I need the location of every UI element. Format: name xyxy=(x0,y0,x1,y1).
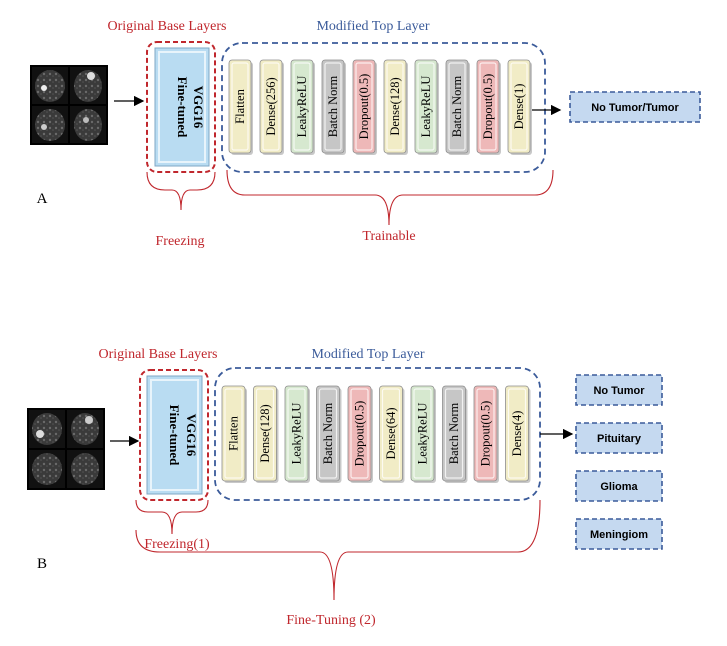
layer-label: LeakyReLU xyxy=(295,76,309,138)
layer-block: Flatten xyxy=(228,59,253,155)
output-class-label: No Tumor xyxy=(593,385,645,397)
vgg16-block: Fine-tuned VGG16 xyxy=(146,375,203,495)
layer-block: LeakyReLU xyxy=(410,385,436,483)
mri-image xyxy=(29,410,65,448)
output-class-box: Pituitary xyxy=(575,422,663,454)
layer-block: Dropout(0.5) xyxy=(473,385,499,483)
layer-stack: Flatten Dense(128) LeakyReLU Batch Norm Drop… xyxy=(221,385,531,483)
output-class-label: No Tumor/Tumor xyxy=(591,102,679,114)
layer-label: Dropout(0.5) xyxy=(357,74,371,140)
layer-block: Dense(128) xyxy=(253,385,279,483)
frozen-base-box xyxy=(146,41,216,173)
freezing-brace xyxy=(135,499,209,535)
layer-block: LeakyReLU xyxy=(290,59,315,155)
layer-label: Dense(1) xyxy=(512,84,526,130)
layer-block: Dense(64) xyxy=(379,385,405,483)
mri-thumbnails xyxy=(30,65,108,145)
vgg-label-2: VGG16 xyxy=(184,414,199,457)
layer-block: Dense(1) xyxy=(507,59,532,155)
layer-label: LeakyReLU xyxy=(416,403,430,465)
layer-block: Flatten xyxy=(221,385,247,483)
layer-label: Dense(256) xyxy=(264,77,278,135)
vgg16-block: Fine-tuned VGG16 xyxy=(154,47,210,167)
mri-image xyxy=(32,67,68,104)
layer-label: Batch Norm xyxy=(447,403,461,465)
layer-block: Batch Norm xyxy=(316,385,342,483)
layer-label: LeakyReLU xyxy=(290,403,304,465)
mri-image xyxy=(29,450,65,488)
layer-block: Batch Norm xyxy=(442,385,468,483)
freezing-label: Freezing(1) xyxy=(144,537,210,552)
panel-letter-b: B xyxy=(37,556,47,572)
top-layer-title: Modified Top Layer xyxy=(311,347,424,362)
layer-block: Dropout(0.5) xyxy=(352,59,377,155)
base-layers-title: Original Base Layers xyxy=(108,19,227,34)
panel-b: Original Base Layers Modified Top Layer xyxy=(27,347,663,628)
mri-thumbnails xyxy=(27,408,105,490)
layer-label: Dropout(0.5) xyxy=(353,401,367,467)
layer-label: Dense(4) xyxy=(510,411,524,457)
layer-block: Dense(256) xyxy=(259,59,284,155)
output-class-box: No Tumor/Tumor xyxy=(569,91,701,123)
mri-image xyxy=(32,106,68,143)
layer-label: LeakyReLU xyxy=(419,76,433,138)
layer-label: Dropout(0.5) xyxy=(479,401,493,467)
layer-block: LeakyReLU xyxy=(414,59,439,155)
output-class-label: Meningiom xyxy=(590,529,648,541)
layer-block: Batch Norm xyxy=(445,59,470,155)
trainable-label: Trainable xyxy=(362,229,415,244)
mri-image xyxy=(70,106,106,143)
output-classes: No Tumor/Tumor xyxy=(569,91,701,123)
output-class-label: Pituitary xyxy=(597,433,642,445)
vgg-label-1: Fine-tuned xyxy=(167,405,182,466)
layer-label: Dropout(0.5) xyxy=(481,74,495,140)
freezing-label: Freezing xyxy=(156,234,205,249)
top-layer-title: Modified Top Layer xyxy=(316,19,429,34)
mri-image xyxy=(70,67,106,104)
layer-label: Batch Norm xyxy=(321,403,335,465)
output-class-box: Glioma xyxy=(575,470,663,502)
layer-label: Flatten xyxy=(227,415,241,450)
layer-label: Batch Norm xyxy=(450,76,464,138)
layer-label: Dense(128) xyxy=(388,77,402,135)
layer-block: Batch Norm xyxy=(321,59,346,155)
freezing-brace xyxy=(146,171,216,211)
layer-block: Dense(4) xyxy=(505,385,531,483)
layer-block: LeakyReLU xyxy=(284,385,310,483)
finetuning-label: Fine-Tuning (2) xyxy=(286,613,376,628)
frozen-base-box xyxy=(139,369,209,501)
output-class-label: Glioma xyxy=(600,481,638,493)
layer-label: Dense(64) xyxy=(384,407,398,459)
trainable-brace xyxy=(226,169,554,226)
panel-letter-a: A xyxy=(37,191,48,207)
output-class-box: No Tumor xyxy=(575,374,663,406)
vgg-label-2: VGG16 xyxy=(191,86,206,129)
layer-label: Flatten xyxy=(233,88,247,123)
layer-stack: Flatten Dense(256) LeakyReLU Batch Norm Drop… xyxy=(228,59,532,155)
layer-block: Dropout(0.5) xyxy=(347,385,373,483)
top-layers-box xyxy=(221,42,546,173)
mri-image xyxy=(67,410,103,448)
vgg-label-1: Fine-tuned xyxy=(175,77,190,138)
layer-label: Batch Norm xyxy=(326,76,340,138)
base-layers-title: Original Base Layers xyxy=(99,347,218,362)
mri-image xyxy=(67,450,103,488)
finetuning-brace xyxy=(135,499,541,601)
layer-block: Dense(128) xyxy=(383,59,408,155)
layer-block: Dropout(0.5) xyxy=(476,59,501,155)
layer-label: Dense(128) xyxy=(258,404,272,462)
panel-a: Original Base Layers Modified Top Layer xyxy=(30,19,701,249)
output-class-box: Meningiom xyxy=(575,518,663,550)
